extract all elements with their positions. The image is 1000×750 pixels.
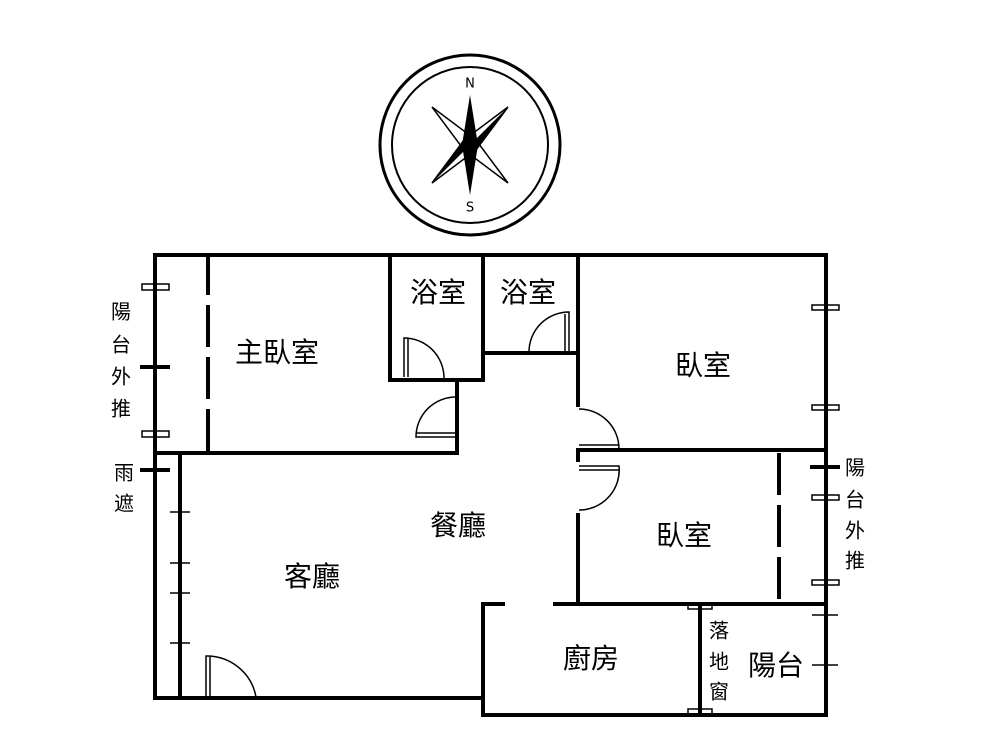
compass-icon: N S [378,53,562,237]
svg-text:窗: 窗 [709,680,729,704]
svg-text:遮: 遮 [114,492,134,516]
svg-text:推: 推 [845,549,865,573]
doors [205,311,620,698]
svg-text:地: 地 [709,650,729,674]
room-dining: 餐廳 [430,509,486,542]
room-master-bedroom: 主臥室 [235,336,319,369]
compass-north-label: N [465,77,475,92]
room-bedroom-1: 臥室 [675,349,731,382]
svg-text:外: 外 [111,365,131,389]
svg-text:台: 台 [111,333,131,357]
svg-text:外: 外 [845,519,865,543]
svg-text:陽: 陽 [111,300,131,324]
svg-text:台: 台 [845,488,865,512]
walls [153,253,828,717]
room-kitchen: 廚房 [563,642,619,675]
room-balcony: 陽台 [748,649,804,682]
window-markers [140,283,840,666]
svg-text:陽: 陽 [845,456,865,480]
room-bathroom-1: 浴室 [410,276,466,309]
room-bathroom-2: 浴室 [500,276,556,309]
floor-window-label: 落 地 窗 [709,619,729,704]
svg-text:雨: 雨 [114,461,134,485]
svg-text:推: 推 [111,397,131,421]
compass-south-label: S [466,201,474,216]
left-balcony-pushout-label: 陽 台 外 推 [111,300,131,421]
rain-shelter-label: 雨 遮 [114,461,134,516]
right-balcony-pushout-label: 陽 台 外 推 [845,456,865,573]
room-bedroom-2: 臥室 [656,519,712,552]
svg-text:落: 落 [709,619,729,643]
room-living: 客廳 [284,560,340,593]
